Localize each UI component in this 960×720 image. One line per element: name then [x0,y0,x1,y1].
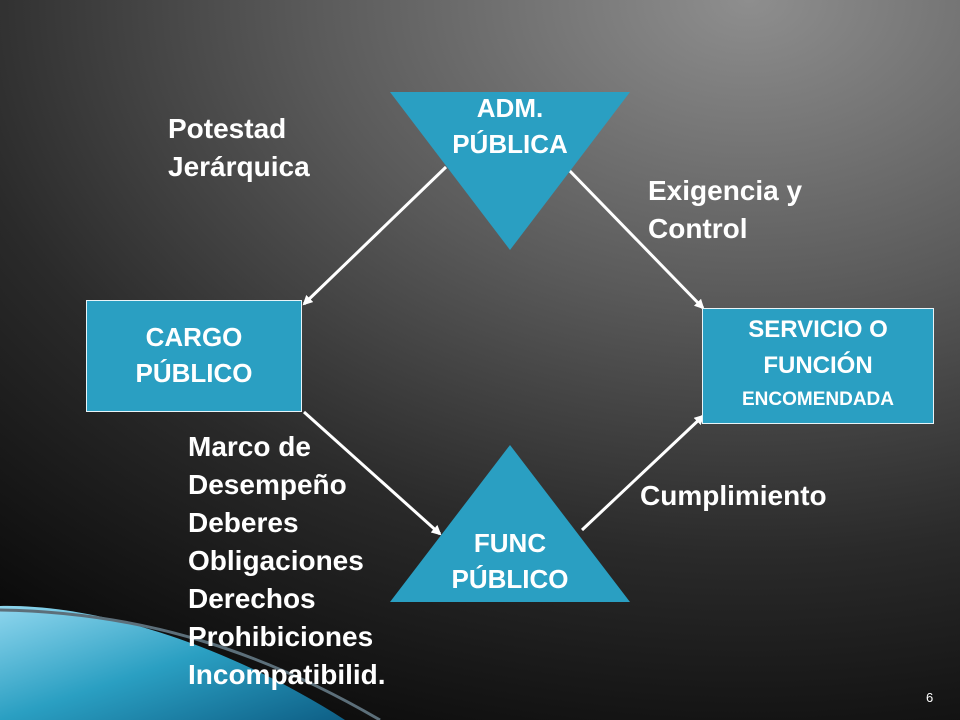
node-func-line1: FUNC [473,528,547,558]
edge-label-cumplimiento: Cumplimiento [640,480,827,511]
arrow-adm-to-cargo [302,165,448,306]
node-adm-line1: ADM. [476,93,544,123]
node-cargo-line1: CARGO [145,322,243,352]
marco-item: Deberes [188,507,299,538]
arrow-cargo-to-func [302,410,442,536]
edge-label-potestad: Potestad Jerárquica [168,110,310,186]
node-servicio-funcion: SERVICIO O FUNCIÓN ENCOMENDADA [702,308,934,424]
wave-line [0,608,381,720]
arrow-adm-to-servicio [564,165,705,310]
marco-item: Derechos [188,583,316,614]
arrow-func-to-servicio [580,414,705,532]
node-func-publico: FUNC PÚBLICO [410,525,610,597]
marco-item: Incompatibilid. [188,659,386,690]
page-number: 6 [926,690,934,705]
wave-shape [0,605,345,720]
marco-item: Obligaciones [188,545,364,576]
node-cargo-line2: PÚBLICO [135,358,253,388]
node-cargo-publico: CARGO PÚBLICO [86,300,302,412]
edge-label-potestad-line2: Jerárquica [168,151,310,182]
edge-label-marco: Marco de Desempeño Deberes Obligaciones … [188,428,386,694]
edge-label-exigencia-line2: Control [648,213,748,244]
edge-label-exigencia: Exigencia y Control [648,172,802,248]
node-adm-publica: ADM. PÚBLICA [410,90,610,162]
edge-label-exigencia-line1: Exigencia y [648,175,803,206]
node-servicio-line2: FUNCIÓN [763,352,873,379]
node-func-publico-shape [390,445,630,602]
node-adm-line2: PÚBLICA [452,129,568,159]
node-adm-publica-shape [390,92,630,250]
node-servicio-line1: SERVICIO O [748,316,888,343]
marco-item: Marco de [188,431,311,462]
node-servicio-line3: ENCOMENDADA [742,389,894,410]
marco-item: Desempeño [188,469,347,500]
marco-item: Prohibiciones [188,621,374,652]
node-func-line2: PÚBLICO [451,564,569,594]
edge-label-potestad-line1: Potestad [168,113,287,144]
